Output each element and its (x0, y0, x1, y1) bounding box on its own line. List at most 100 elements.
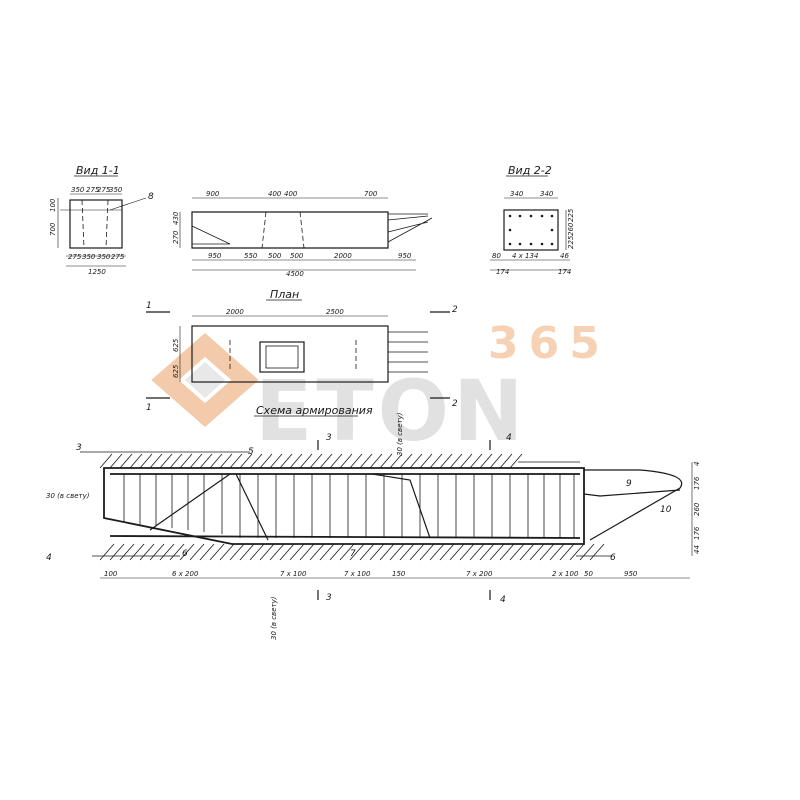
hatch-stroke (439, 543, 455, 561)
hatch-stroke (239, 453, 253, 469)
hatch-stroke (359, 543, 375, 561)
watermark-number: 365 (488, 318, 610, 369)
plan-dim-left-1: 625 (172, 338, 180, 352)
hatch-stroke (339, 453, 353, 469)
hatch-stroke (119, 543, 135, 561)
plan-section-lines (146, 311, 450, 399)
hatch-stroke (589, 543, 605, 561)
view-2-2: Вид 2-2 340 340 225 260 225 80 4 x 134 4… (490, 164, 575, 276)
watermark-word: ETON (255, 362, 527, 460)
hatch-stroke (229, 543, 245, 561)
scheme-dim-bottom-7: 2 x 100 (552, 570, 579, 578)
elevation-hidden-lines (261, 211, 305, 249)
hatch-stroke (489, 543, 505, 561)
scheme-outlet-bar-2 (583, 489, 681, 497)
hatch-stroke (459, 453, 473, 469)
elevation-outlet-bars (387, 213, 433, 243)
hatch-stroke (449, 453, 463, 469)
elevation-dim-bottom-1: 950 (208, 252, 222, 260)
elevation-dim-bottom-2: 550 (244, 252, 258, 260)
hatch-stroke (159, 453, 173, 469)
hatch-stroke (509, 543, 525, 561)
view-1-1-dim-left-1: 100 (49, 198, 57, 212)
plan-section-mark-2-top: 2 (452, 305, 458, 315)
elevation-dim-bottom-3: 500 (268, 252, 282, 260)
hatch-stroke (349, 453, 363, 469)
hatch-stroke (209, 543, 225, 561)
scheme-mark-4-bottom: 4 (500, 595, 506, 605)
hatch-stroke (149, 543, 165, 561)
plan-section-mark-1-top: 1 (146, 301, 152, 311)
hatch-stroke (169, 453, 183, 469)
hatch-stroke (169, 543, 185, 561)
view-1-1: Вид 1-1 350 275 275 350 275 350 350 275 … (49, 164, 154, 276)
hatch-stroke (219, 453, 233, 469)
view-1-1-dim-top-1: 350 (71, 186, 85, 194)
scheme-dim-right-1: 4 (693, 462, 701, 466)
hatch-stroke (339, 543, 355, 561)
hatch-stroke (409, 543, 425, 561)
view-1-1-dim-left-2: 700 (49, 222, 57, 236)
scheme-mark-10: 10 (660, 505, 672, 515)
view-1-1-dim-bottom-1: 275 (68, 253, 82, 261)
hatch-stroke (529, 543, 545, 561)
view-1-1-dim-total: 1250 (88, 268, 106, 276)
hatch-stroke (249, 453, 263, 469)
scheme-leader-lines (80, 451, 612, 557)
hatch-stroke (549, 543, 565, 561)
elevation-dim-left-1: 270 (172, 230, 180, 244)
hatch-stroke (379, 453, 393, 469)
plan-outlet-bars (388, 331, 428, 373)
hatch-stroke (369, 543, 385, 561)
scheme-dim-bottom-5: 150 (392, 570, 406, 578)
hatch-stroke (129, 453, 143, 469)
plan-dim-top-1: 2000 (226, 308, 244, 316)
scheme-dim-bottom-3: 7 x 100 (280, 570, 307, 578)
view-2-2-outline (503, 209, 559, 251)
hatch-stroke (329, 543, 345, 561)
plan-outline (191, 325, 389, 383)
scheme-mark-3-top: 3 (326, 433, 332, 443)
view-2-2-dim-bottom-3: 46 (560, 252, 569, 260)
hatch-stroke (299, 543, 315, 561)
hatch-stroke (429, 543, 445, 561)
hatch-stroke (189, 453, 203, 469)
hatch-stroke (269, 453, 283, 469)
hatch-stroke (329, 453, 343, 469)
scheme-clear-note-bottom: 30 (в свету) (270, 596, 278, 640)
scheme-clear-note-top: 30 (в свету) (396, 412, 404, 456)
plan-section-mark-1-bottom: 1 (146, 403, 152, 413)
hatch-stroke (319, 453, 333, 469)
scheme-outlet-bar (584, 469, 683, 541)
hatch-stroke (149, 453, 163, 469)
scheme-dim-bottom-1: 100 (104, 570, 118, 578)
scheme-mark-4-left: 4 (46, 553, 52, 563)
hatch-stroke (419, 543, 435, 561)
scheme-dim-bottom-6: 7 x 200 (466, 570, 493, 578)
scheme-section-ticks (317, 440, 491, 600)
scheme-mark-9: 9 (626, 479, 632, 489)
scheme-dim-right-3: 260 (693, 502, 701, 516)
hatch-stroke (199, 453, 213, 469)
hatch-stroke (479, 453, 493, 469)
view-2-2-dim-bottom2-2: 174 (558, 268, 571, 276)
view-2-2-dim-right-1: 225 (567, 208, 575, 222)
hatch-stroke (469, 543, 485, 561)
hatch-stroke (209, 453, 223, 469)
elevation-view: 900 400 400 700 270 430 950 550 500 500 … (172, 190, 433, 278)
scheme-mark-6-left: 6 (182, 549, 188, 559)
hatch-stroke (179, 543, 195, 561)
hatch-stroke (129, 543, 145, 561)
scheme-mark-7: 7 (350, 549, 356, 559)
scheme-outline (103, 467, 585, 545)
hatch-stroke (489, 453, 503, 469)
elevation-dim-bottom-5: 2000 (334, 252, 352, 260)
view-1-1-title: Вид 1-1 (76, 164, 120, 177)
hatch-stroke (309, 543, 325, 561)
hatch-stroke (459, 543, 475, 561)
scheme-mark-4-top: 4 (506, 433, 512, 443)
plan-opening-inner (265, 345, 299, 369)
hatch-stroke (249, 543, 265, 561)
view-2-2-dim-bottom2-1: 174 (496, 268, 509, 276)
elevation-slope (191, 225, 231, 245)
